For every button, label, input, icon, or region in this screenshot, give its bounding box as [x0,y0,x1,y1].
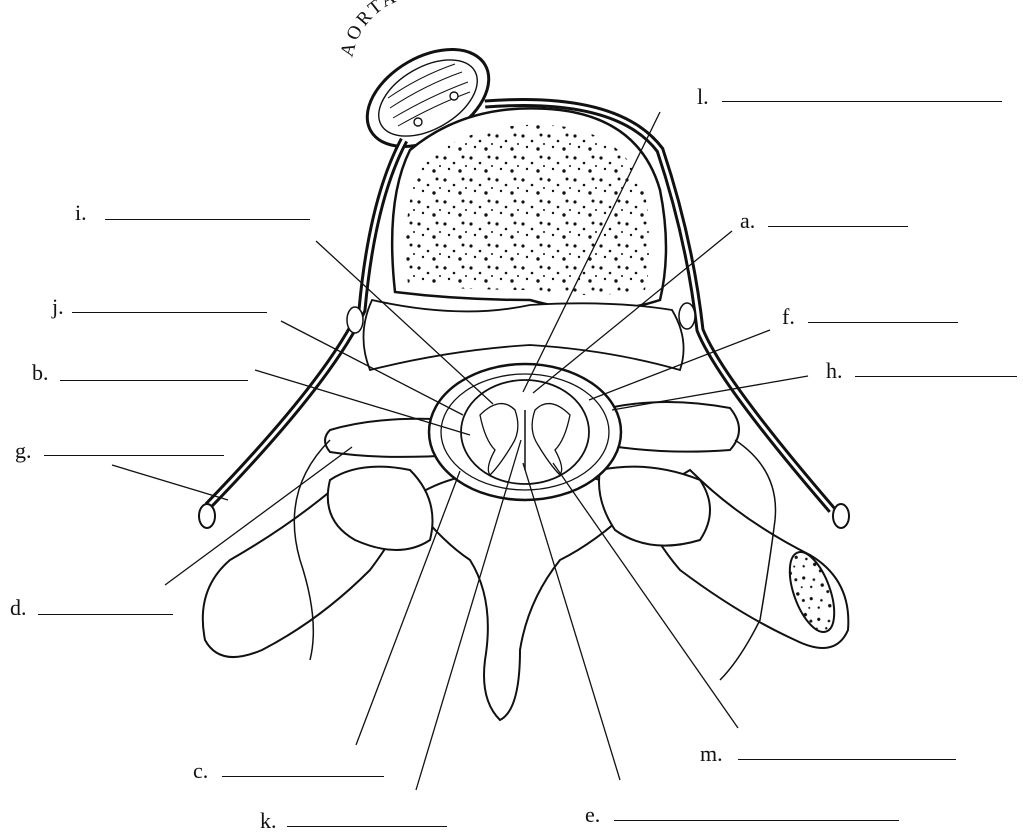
answer-line-c[interactable] [222,776,384,777]
answer-line-l[interactable] [722,101,1002,102]
label-m: m. [700,743,723,765]
answer-line-e[interactable] [614,820,899,821]
vertebral-arch [203,467,849,720]
label-g: g. [15,440,32,462]
label-a: a. [740,210,755,232]
label-l: l. [697,86,709,108]
spinal-cord [429,364,621,500]
answer-line-k[interactable] [287,826,447,827]
label-i: i. [75,202,87,224]
label-c: c. [193,760,208,782]
aorta-label: AORTA [337,0,402,59]
answer-line-m[interactable] [738,759,956,760]
label-k: k. [260,810,277,832]
label-h: h. [826,360,843,382]
answer-line-d[interactable] [38,614,173,615]
label-d: d. [10,597,27,619]
label-b: b. [32,362,49,384]
answer-line-j[interactable] [72,312,267,313]
answer-line-i[interactable] [105,219,310,220]
label-e: e. [585,804,600,826]
answer-line-a[interactable] [768,226,908,227]
answer-line-b[interactable] [60,380,248,381]
vertebral-body [363,108,683,370]
answer-line-f[interactable] [808,322,958,323]
answer-line-g[interactable] [44,455,224,456]
label-j: j. [52,296,64,318]
label-f: f. [782,306,795,328]
answer-line-h[interactable] [855,376,1017,377]
